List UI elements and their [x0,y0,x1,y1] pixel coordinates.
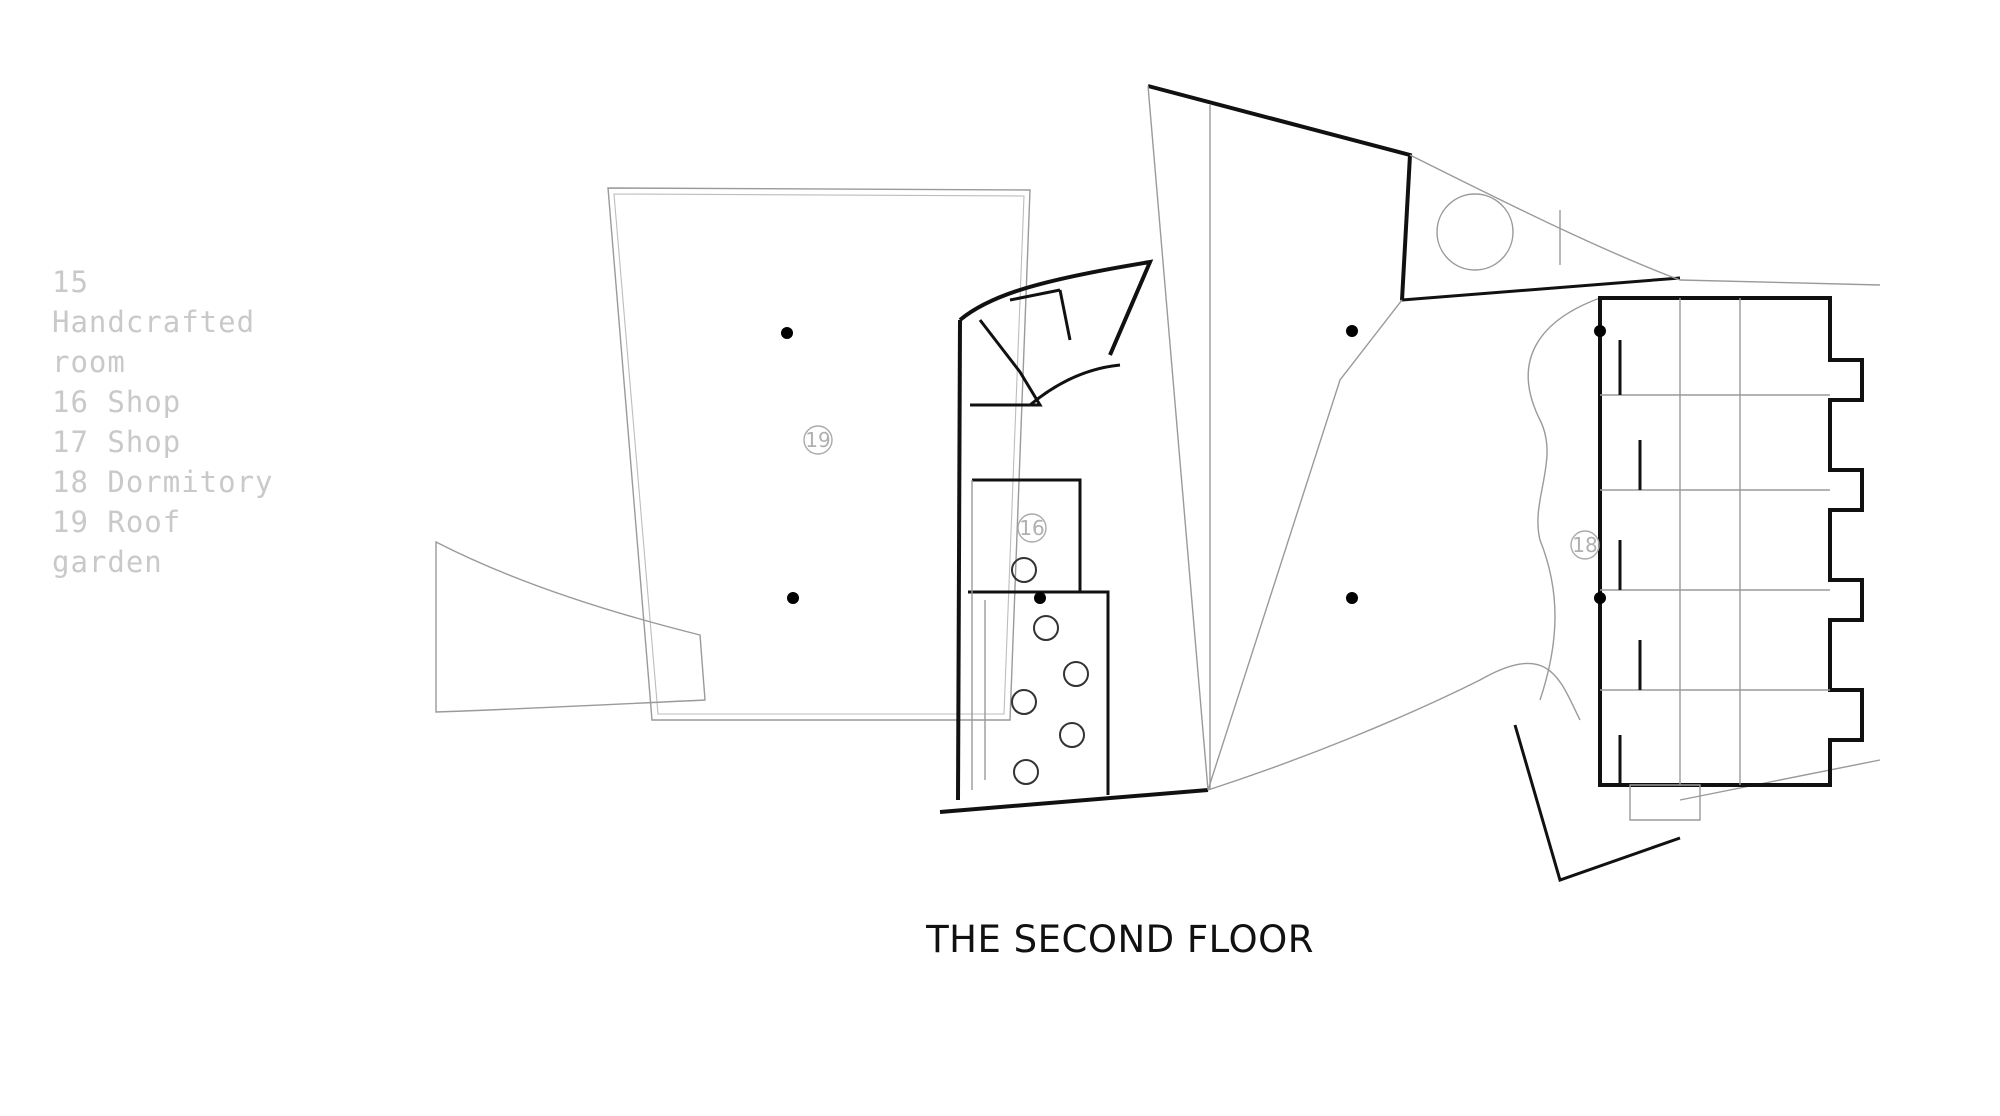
dormitory-building [1513,296,1864,882]
room-tag-18: 18 [1570,530,1600,560]
legend-item: 18 Dormitory [52,465,274,499]
svg-text:16: 16 [1019,516,1044,540]
legend: 15 Handcrafted room 16 Shop 17 Shop 18 D… [52,262,292,582]
plan-title: THE SECOND FLOOR [926,918,1314,961]
room-tag-19: 19 [803,425,833,455]
svg-text:18: 18 [1572,533,1597,557]
legend-item: 17 Shop [52,425,182,459]
round-tables [1011,557,1089,785]
legend-item: 16 Shop [52,385,182,419]
legend-item: 15 Handcrafted room [52,265,256,379]
structural-columns [781,325,1606,604]
svg-text:19: 19 [805,428,830,452]
shop-building [939,259,1209,814]
roof-garden-outline [435,187,1031,721]
round-table [1011,557,1089,785]
legend-item: 19 Roof garden [52,505,182,579]
central-wedge [1147,84,1881,801]
room-tag-16: 16 [1017,513,1047,543]
